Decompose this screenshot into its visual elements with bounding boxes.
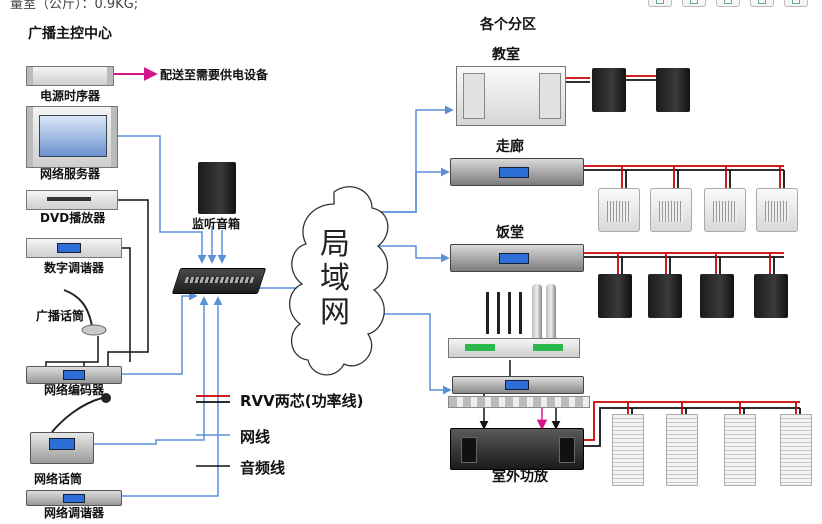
network-switch-device (171, 268, 267, 294)
broadcast-mic-base (81, 324, 107, 336)
power-note-label: 配送至需要供电设备 (160, 68, 269, 82)
line-lan-classroom (376, 105, 454, 213)
network-mic-device (30, 432, 94, 464)
classroom-speaker-1 (592, 68, 626, 112)
canteen-speaker-3 (700, 274, 734, 318)
corridor-speaker-1 (598, 188, 640, 232)
mixer-device (452, 376, 584, 394)
toolbar-button-5[interactable] (784, 0, 808, 7)
image-toolbar (646, 0, 822, 8)
outdoor-column-speaker-1 (612, 414, 644, 486)
line-encoder-switch (120, 291, 198, 375)
broadcast-mic-label: 广播话筒 (36, 309, 85, 323)
outdoor-amplifier-device (450, 428, 584, 470)
canteen-speaker-1 (598, 274, 632, 318)
outdoor-column-speaker-3 (724, 414, 756, 486)
corridor-speaker-3 (704, 188, 746, 232)
monitor-speaker-device (198, 162, 236, 214)
power-sequencer-device (26, 66, 114, 86)
toolbar-button-3[interactable] (716, 0, 740, 7)
line-dvd-encoder (107, 199, 149, 370)
network-encoder-device (26, 366, 122, 384)
line-lan-canteen (376, 245, 450, 263)
classroom-terminal-device (456, 66, 566, 126)
corridor-speaker-2 (650, 188, 692, 232)
power-sequencer-label: 电源时序器 (40, 89, 101, 103)
zone-canteen-label: 饭堂 (496, 225, 524, 241)
toolbar-button-4[interactable] (750, 0, 774, 7)
corridor-speaker-4 (756, 188, 798, 232)
outdoor-column-speaker-2 (666, 414, 698, 486)
canteen-speaker-2 (648, 274, 682, 318)
legend-rvv-label: RVV两芯(功率线) (240, 392, 364, 410)
legend-audio-label: 音频线 (240, 459, 286, 477)
broadcast-mic-gooseneck (63, 289, 93, 327)
monitor-speaker-label: 监听音箱 (192, 217, 241, 231)
save-icon (758, 0, 766, 4)
line-nettuner-switch (120, 296, 223, 497)
classroom-speaker-2 (656, 68, 690, 112)
legend-network-label: 网线 (240, 428, 271, 446)
toolbar-button-1[interactable] (648, 0, 672, 7)
zone-classroom-label: 教室 (492, 47, 520, 63)
control-center-title: 广播主控中心 (28, 26, 112, 42)
network-mic-label: 网络话筒 (34, 472, 83, 486)
line-tuner-encoder (120, 247, 131, 362)
outdoor-amp-label: 室外功放 (492, 469, 548, 485)
line-lan-corridor (376, 167, 450, 213)
network-tuner-label: 网络调谐器 (44, 506, 105, 520)
canteen-speaker-4 (754, 274, 788, 318)
expand-icon (690, 0, 698, 4)
zones-title: 各个分区 (480, 17, 536, 33)
line-lan-outdoor (376, 313, 452, 395)
outdoor-signal-device (448, 396, 590, 408)
line-mic-encoder (45, 336, 99, 370)
zoom-icon (656, 0, 664, 4)
settings-icon (792, 0, 800, 4)
digital-tuner-label: 数字调谐器 (44, 261, 105, 275)
network-server-device (26, 106, 118, 168)
clipped-spec-text: 量室（公斤）：0.9KG; (10, 0, 139, 12)
lan-label: 局域网 (320, 227, 350, 330)
lan-cloud (289, 186, 389, 376)
digital-tuner-device (26, 238, 122, 258)
zone-corridor-label: 走廊 (496, 139, 524, 155)
toolbar-button-2[interactable] (682, 0, 706, 7)
canteen-amplifier-device (450, 244, 584, 272)
line-server-switch (116, 135, 207, 264)
network-tuner-device (26, 490, 122, 506)
dvd-player-device (26, 190, 118, 210)
outdoor-column-speaker-4 (780, 414, 812, 486)
copy-icon (724, 0, 732, 4)
network-encoder-label: 网络编码器 (44, 383, 105, 397)
corridor-amplifier-device (450, 158, 584, 186)
network-server-label: 网络服务器 (40, 167, 101, 181)
dvd-player-label: DVD播放器 (40, 211, 106, 225)
line-netmic-switch (92, 296, 209, 445)
